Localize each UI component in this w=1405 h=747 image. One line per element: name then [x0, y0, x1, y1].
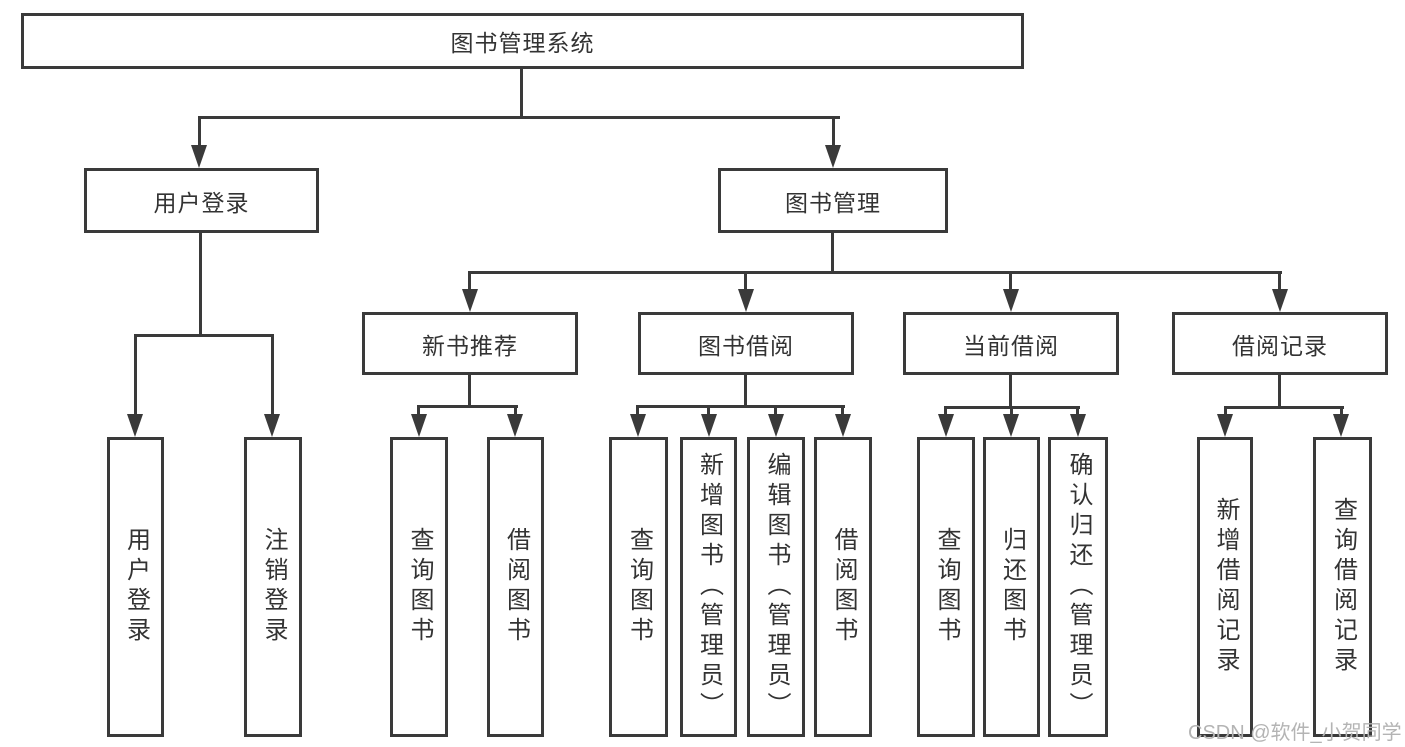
connector-stem — [1009, 375, 1012, 409]
node-user-login: 用户登录 — [84, 168, 319, 233]
node-label: 借阅记录 — [1232, 332, 1328, 359]
connector-user-login-stem — [199, 233, 202, 337]
node-library-management-system: 图书管理系统 — [21, 13, 1024, 69]
arrow-down-icon — [1272, 289, 1288, 312]
connector-drop-new-book — [468, 271, 471, 291]
arrow-down-icon — [411, 414, 427, 437]
arrow-down-icon — [127, 414, 143, 437]
node-label: 当前借阅 — [963, 332, 1059, 359]
connector-bar — [636, 405, 845, 408]
leaf-user-login: 用户登录 — [107, 437, 164, 737]
leaf-query-books: 查询图书 — [390, 437, 448, 737]
csdn-watermark: CSDN @软件_小贺同学 — [1188, 722, 1402, 744]
connector-bar — [1224, 406, 1344, 409]
node-label: 用户登录 — [153, 189, 250, 216]
leaf-borrow-books: 借阅图书 — [487, 437, 544, 737]
leaf-label: 注销登录 — [260, 527, 287, 647]
arrow-down-icon — [630, 414, 646, 437]
leaf-label: 查询图书 — [933, 527, 960, 647]
node-current-borrow: 当前借阅 — [903, 312, 1119, 375]
leaf-label: 查询图书 — [406, 527, 433, 647]
leaf-label: 借阅图书 — [830, 527, 857, 647]
leaf-label: 借阅图书 — [502, 527, 530, 647]
leaf-borrow-books: 借阅图书 — [814, 437, 872, 737]
arrow-down-icon — [1217, 414, 1233, 437]
arrow-down-icon — [1003, 289, 1019, 312]
leaf-label: 新增图书（管理员） — [695, 452, 723, 722]
connector-drop-leaf — [1224, 406, 1227, 417]
connector-drop-leaf — [1076, 406, 1079, 417]
connector-drop-book-management — [832, 116, 835, 147]
leaf-label: 编辑图书（管理员） — [763, 452, 790, 722]
connector-drop-leaf — [134, 334, 137, 416]
connector-drop-leaf — [271, 334, 274, 416]
connector-drop-leaf — [841, 405, 844, 417]
arrow-down-icon — [1070, 414, 1086, 437]
arrow-down-icon — [701, 414, 717, 437]
connector-drop-leaf — [1010, 406, 1013, 417]
connector-drop-leaf — [944, 406, 947, 417]
connector-drop-leaf — [707, 405, 710, 417]
node-borrow-records: 借阅记录 — [1172, 312, 1388, 375]
leaf-add-books-admin: 新增图书（管理员） — [680, 437, 737, 737]
node-label: 图书借阅 — [698, 332, 794, 359]
leaf-query-borrow-record: 查询借阅记录 — [1313, 437, 1372, 737]
node-new-book-recommend: 新书推荐 — [362, 312, 578, 375]
connector-user-login-bar — [134, 334, 274, 337]
leaf-logout: 注销登录 — [244, 437, 302, 737]
node-book-management: 图书管理 — [718, 168, 948, 233]
connector-stem — [468, 375, 471, 408]
leaf-label: 查询图书 — [625, 527, 653, 647]
arrow-down-icon — [1003, 414, 1019, 437]
connector-root-bar — [198, 116, 840, 119]
node-book-borrow: 图书借阅 — [638, 312, 854, 375]
leaf-edit-books-admin: 编辑图书（管理员） — [747, 437, 805, 737]
leaf-query-books: 查询图书 — [609, 437, 668, 737]
connector-root-stem — [520, 69, 523, 116]
connector-bar — [417, 405, 518, 408]
leaf-confirm-return-admin: 确认归还（管理员） — [1048, 437, 1108, 737]
node-label: 新书推荐 — [422, 332, 518, 359]
leaf-return-books: 归还图书 — [983, 437, 1040, 737]
arrow-down-icon — [191, 145, 207, 168]
arrow-down-icon — [462, 289, 478, 312]
connector-drop-user-login — [198, 116, 201, 147]
arrow-down-icon — [938, 414, 954, 437]
connector-drop-leaf — [417, 405, 420, 417]
leaf-label: 用户登录 — [122, 527, 150, 647]
arrow-down-icon — [1333, 414, 1349, 437]
arrow-down-icon — [738, 289, 754, 312]
connector-stem — [1278, 375, 1281, 409]
connector-drop-current-borrow — [1009, 271, 1012, 291]
connector-drop-leaf — [1340, 406, 1343, 417]
node-label: 图书管理系统 — [450, 30, 595, 56]
connector-drop-leaf — [636, 405, 639, 417]
leaf-label: 新增借阅记录 — [1212, 497, 1239, 677]
connector-stem — [744, 375, 747, 408]
arrow-down-icon — [768, 414, 784, 437]
connector-drop-leaf — [774, 405, 777, 417]
connector-drop-borrow-records — [1278, 271, 1281, 291]
arrow-down-icon — [264, 414, 280, 437]
connector-book-management-bar — [469, 271, 1282, 274]
arrow-down-icon — [507, 414, 523, 437]
leaf-add-borrow-record: 新增借阅记录 — [1197, 437, 1253, 737]
leaf-query-books: 查询图书 — [917, 437, 975, 737]
leaf-label: 查询借阅记录 — [1329, 497, 1357, 677]
connector-drop-leaf — [514, 405, 517, 417]
leaf-label: 归还图书 — [998, 527, 1026, 647]
arrow-down-icon — [825, 145, 841, 168]
node-label: 图书管理 — [785, 189, 881, 216]
connector-drop-book-borrow — [744, 271, 747, 291]
leaf-label: 确认归还（管理员） — [1065, 452, 1092, 722]
arrow-down-icon — [835, 414, 851, 437]
connector-book-management-stem — [831, 233, 834, 274]
